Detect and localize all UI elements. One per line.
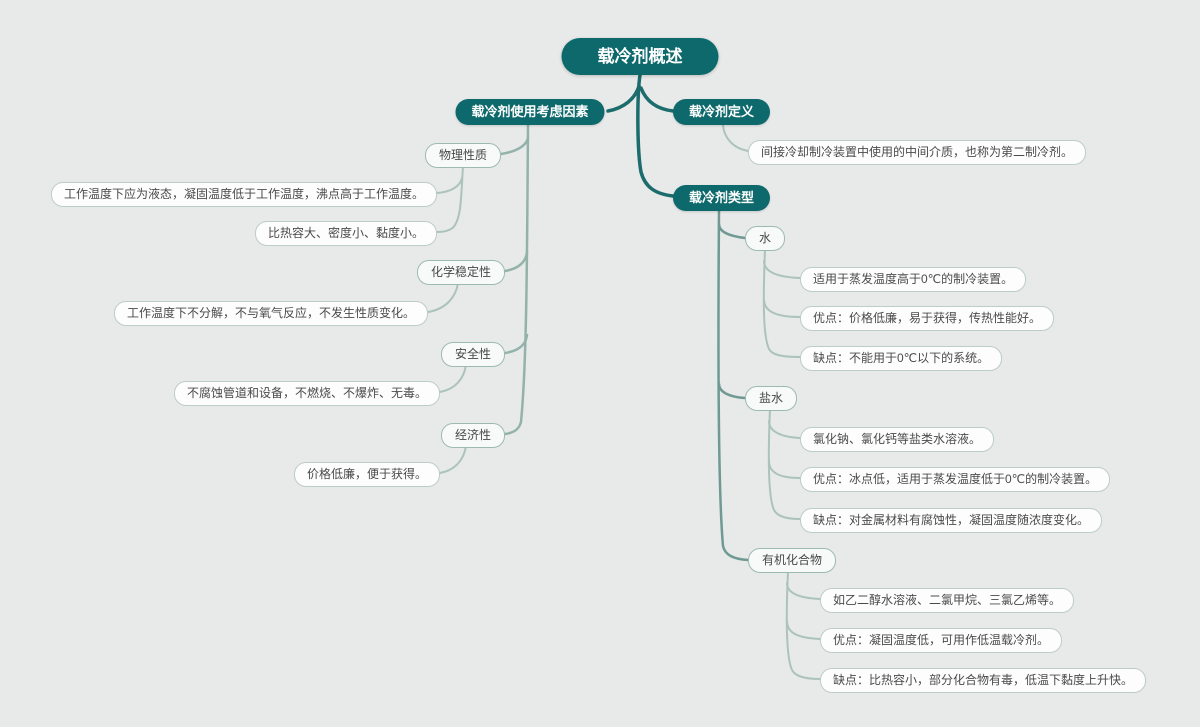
- edge-root-to-types: [636, 73, 675, 198]
- leaf-brine-2[interactable]: 优点：冰点低，适用于蒸发温度低于0℃的制冷装置。: [800, 467, 1111, 492]
- edge-water-leaf3: [762, 248, 801, 358]
- node-physical-properties[interactable]: 物理性质: [424, 143, 501, 168]
- edge-water-leaf2: [763, 298, 801, 318]
- node-types[interactable]: 载冷剂类型: [673, 185, 771, 211]
- node-water[interactable]: 水: [745, 226, 786, 251]
- edge-types-trunk: [717, 209, 750, 562]
- edge-organic-leaf1: [786, 582, 821, 600]
- leaf-physical-1[interactable]: 工作温度下应为液态，凝固温度低于工作温度，沸点高于工作温度。: [50, 182, 437, 207]
- edge-factors-physical: [499, 136, 530, 156]
- edge-brine-leaf2: [768, 460, 801, 479]
- edge-physical-leaf1: [436, 177, 463, 194]
- leaf-definition-1[interactable]: 间接冷却制冷装置中使用的中间介质，也称为第二制冷剂。: [748, 140, 1087, 165]
- edge-physical-leaf2: [436, 165, 464, 233]
- node-factors[interactable]: 载冷剂使用考虑因素: [455, 99, 605, 125]
- leaf-economy-1[interactable]: 价格低廉，便于获得。: [293, 462, 440, 487]
- edge-factors-safety: [503, 333, 529, 355]
- node-brine[interactable]: 盐水: [745, 386, 798, 411]
- edge-water-leaf1: [763, 260, 801, 279]
- node-root[interactable]: 载冷剂概述: [561, 38, 719, 75]
- edge-types-brine: [717, 382, 747, 400]
- edge-brine-leaf1: [768, 420, 801, 439]
- edge-types-water: [717, 222, 747, 240]
- node-economy[interactable]: 经济性: [440, 423, 505, 448]
- edge-root-to-factors: [606, 84, 641, 113]
- leaf-water-2[interactable]: 优点：价格低廉，易于获得，传热性能好。: [800, 306, 1055, 331]
- edge-organic-leaf3: [785, 570, 821, 680]
- edge-factors-trunk: [503, 123, 530, 436]
- node-chemical-stability[interactable]: 化学稳定性: [416, 260, 505, 285]
- leaf-brine-3[interactable]: 缺点：对金属材料有腐蚀性，凝固温度随浓度变化。: [800, 508, 1103, 533]
- node-organic-compound[interactable]: 有机化合物: [748, 548, 837, 573]
- leaf-safety-1[interactable]: 不腐蚀管道和设备，不燃烧、不爆炸、无毒。: [173, 381, 440, 406]
- leaf-brine-1[interactable]: 氯化钠、氯化钙等盐类水溶液。: [800, 427, 995, 452]
- leaf-organic-1[interactable]: 如乙二醇水溶液、二氯甲烷、三氯乙烯等。: [820, 588, 1075, 613]
- edge-safety-leaf1: [439, 364, 467, 393]
- edge-definition-leaf1: [722, 124, 749, 152]
- leaf-water-3[interactable]: 缺点：不能用于0℃以下的系统。: [800, 346, 1003, 371]
- edge-chemical-leaf1: [427, 282, 459, 313]
- leaf-water-1[interactable]: 适用于蒸发温度高于0℃的制冷装置。: [800, 267, 1027, 292]
- leaf-physical-2[interactable]: 比热容大、密度小、黏度小。: [254, 221, 437, 246]
- leaf-organic-2[interactable]: 优点：凝固温度低，可用作低温载冷剂。: [820, 628, 1063, 653]
- edge-economy-leaf1: [439, 445, 467, 474]
- edge-factors-chemical: [503, 250, 529, 273]
- node-definition[interactable]: 载冷剂定义: [673, 99, 771, 125]
- leaf-organic-3[interactable]: 缺点：比热容小，部分化合物有毒，低温下黏度上升快。: [820, 668, 1147, 693]
- edge-organic-leaf2: [786, 620, 821, 640]
- leaf-chemical-1[interactable]: 工作温度下不分解，不与氧气反应，不发生性质变化。: [113, 301, 428, 326]
- edge-brine-leaf3: [767, 408, 801, 520]
- node-safety[interactable]: 安全性: [440, 342, 505, 367]
- edge-root-to-definition: [639, 86, 675, 113]
